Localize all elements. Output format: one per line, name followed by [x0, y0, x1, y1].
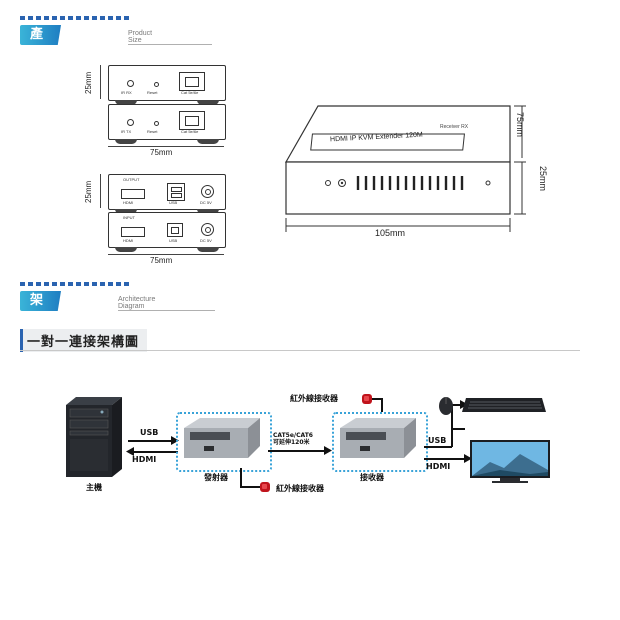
receiver-device-icon — [340, 418, 416, 458]
label-hdmi: HDMI — [123, 200, 134, 205]
dim-width-bottom: 75mm — [150, 256, 173, 265]
transmitter-box — [176, 412, 272, 472]
device-rear-top: OUTPUT HDMI USB DC 5V — [108, 174, 226, 214]
ir-receiver-bottom-label: 紅外線接收器 — [276, 484, 324, 493]
label-ir-tx: IR TX — [121, 129, 132, 134]
reset-hole-icon — [154, 121, 159, 126]
label-dc: DC 5V — [200, 238, 212, 243]
ir-receiver-top-label: 紅外線接收器 — [290, 394, 338, 403]
dim-height-top: 25mm — [84, 71, 93, 94]
dc-port-icon — [201, 223, 214, 236]
label-usb: USB — [169, 238, 178, 243]
label-hdmi: HDMI — [123, 238, 134, 243]
ir-port-icon — [127, 119, 134, 126]
section-title: 架構圖 — [20, 291, 62, 311]
pc-tower-icon — [66, 397, 122, 477]
large-device-tag: Receiver RX — [440, 124, 469, 130]
dim-width-top: 75mm — [150, 148, 173, 157]
device-front-bottom: IR TX Reset Cat 5e/6e — [108, 104, 226, 144]
rj45-port-icon — [179, 111, 205, 130]
receiver-box — [332, 412, 428, 472]
dim-large-height: 25mm — [538, 166, 548, 192]
divider — [20, 350, 580, 351]
hdmi-port-icon — [121, 189, 145, 199]
section-title: 產品尺寸 — [20, 25, 62, 45]
header-dots — [20, 16, 129, 20]
diagram-title: 一對一連接架構圖 — [20, 329, 148, 352]
monitor-icon — [470, 440, 550, 483]
cable-label-1: CAT5e/CAT6 — [273, 432, 313, 439]
rj45-port-icon — [179, 72, 205, 91]
hdmi-right-label: HDMI — [426, 462, 451, 471]
usb-right-label: USB — [428, 436, 447, 445]
dim-height-bottom: 25mm — [84, 180, 93, 203]
receiver-label: 接收器 — [360, 473, 384, 482]
label-output: OUTPUT — [123, 177, 140, 182]
transmitter-device-icon — [184, 418, 260, 458]
usb-left-label: USB — [140, 428, 159, 437]
reset-hole-icon — [154, 82, 159, 87]
label-reset: Reset — [147, 129, 158, 134]
host-label: 主機 — [86, 483, 102, 492]
dim-large-depth: 75mm — [515, 112, 525, 138]
keyboard-icon — [462, 398, 546, 412]
section-subtitle: Architecture Diagram — [118, 296, 216, 311]
label-cat: Cat 5e/6e — [181, 129, 199, 134]
label-reset: Reset — [147, 90, 158, 95]
large-device-drawing — [284, 105, 526, 232]
label-ir-rx: IR RX — [121, 90, 132, 95]
label-usb: USB — [169, 200, 178, 205]
dim-large-width: 105mm — [375, 228, 406, 238]
device-rear-bottom: INPUT HDMI USB DC 5V — [108, 212, 226, 252]
ir-port-icon — [127, 80, 134, 87]
hdmi-left-label: HDMI — [132, 455, 157, 464]
section-subtitle: Product Size — [128, 30, 213, 45]
label-dc: DC 5V — [200, 200, 212, 205]
ir-receiver-icon — [260, 482, 270, 492]
header-dots — [20, 282, 129, 286]
hdmi-port-icon — [121, 227, 145, 237]
usb-b-port-icon — [167, 223, 183, 237]
device-front-top: IR RX Reset Cat 5e/6e — [108, 65, 226, 105]
cable-label-2: 可延伸120米 — [273, 439, 310, 446]
usb-port-icon — [167, 183, 185, 201]
label-cat: Cat 5e/6e — [181, 90, 199, 95]
dc-port-icon — [201, 185, 214, 198]
ir-receiver-icon — [362, 394, 372, 404]
transmitter-label: 發射器 — [204, 473, 228, 482]
mouse-icon — [439, 397, 453, 415]
label-input: INPUT — [123, 215, 135, 220]
